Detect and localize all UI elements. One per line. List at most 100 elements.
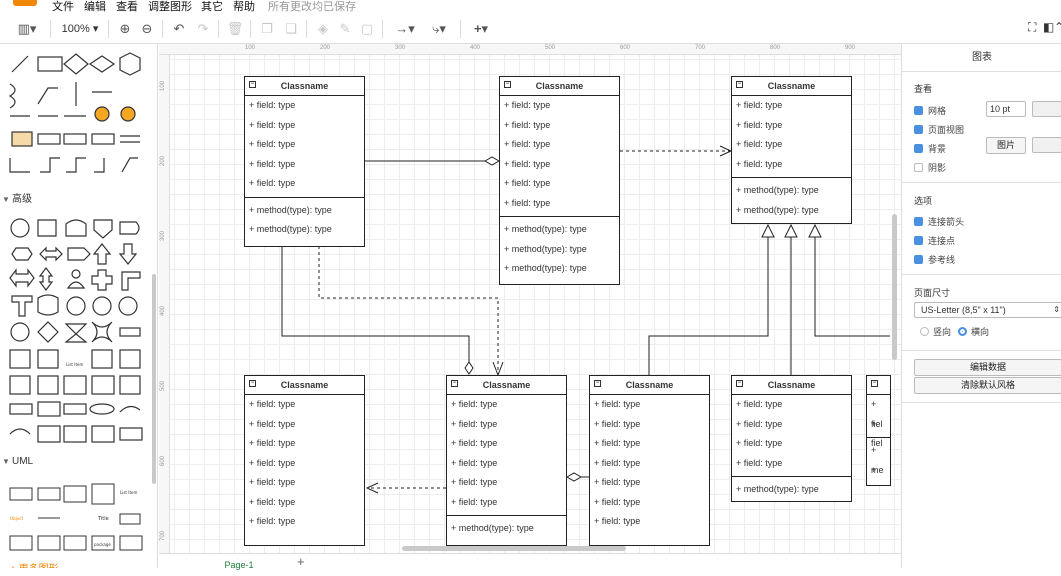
menu-edit[interactable]: 编辑	[84, 1, 106, 13]
edit-data-button[interactable]: 编辑数据	[914, 359, 1061, 376]
uml-class-box-partial[interactable]: − + fiel + fiel + me + me	[866, 375, 891, 486]
uml-label-text: Object	[10, 516, 23, 521]
section-advanced[interactable]: ▼高级	[0, 190, 157, 208]
collapse-icon[interactable]: ⌃	[1054, 20, 1061, 34]
menu-arrange[interactable]: 调整图形	[148, 1, 192, 13]
panel-divider	[902, 350, 1061, 351]
line-color-icon[interactable]: ✎	[339, 21, 351, 36]
zoom-out-icon[interactable]: ⊖	[141, 21, 153, 36]
uml-class-box[interactable]: −Classname + field: type + field: type +…	[731, 76, 852, 224]
canvas-horizontal-scrollbar[interactable]	[402, 546, 626, 551]
format-panel-icon[interactable]: ◧	[1043, 20, 1055, 34]
uml-class-box[interactable]: −Classname + field: type + field: type +…	[244, 375, 365, 546]
uml-class-box[interactable]: −Classname + field: type + field: type +…	[244, 76, 365, 247]
redo-icon[interactable]: ↷	[197, 21, 209, 36]
sidebar-toggle-icon[interactable]: ▥▾	[17, 21, 37, 36]
uml-class-box[interactable]: −Classname + field: type + field: type +…	[446, 375, 567, 546]
uml-class-box[interactable]: −Classname + field: type + field: type +…	[589, 375, 710, 546]
class-divider	[732, 177, 851, 181]
advanced-shapes-grid[interactable]: List Item	[0, 212, 150, 452]
collapse-icon[interactable]: −	[736, 380, 743, 387]
menu-view[interactable]: 查看	[116, 1, 138, 13]
grid-size-input[interactable]: 10 pt	[986, 101, 1026, 117]
connection-points-checkbox[interactable]: 连接点	[914, 234, 955, 247]
menu-file[interactable]: 文件	[52, 1, 74, 13]
uml-label-text: package	[94, 542, 111, 547]
insert-icon[interactable]: +▾	[473, 21, 489, 36]
zoom-in-icon[interactable]: ⊕	[119, 21, 131, 36]
class-method: + method(type): type	[736, 484, 819, 494]
uml-class-shape	[63, 485, 87, 503]
collapse-icon[interactable]: −	[594, 380, 601, 387]
waypoints-icon[interactable]: ⤷▾	[432, 21, 446, 36]
fill-color-icon[interactable]: ◈	[318, 21, 328, 36]
connection-style-icon[interactable]: →▾	[395, 21, 415, 36]
landscape-radio[interactable]: 横向	[958, 325, 989, 338]
class-divider	[245, 196, 364, 201]
fullscreen-icon[interactable]: ⛶	[1028, 20, 1037, 34]
collapse-icon[interactable]: −	[736, 81, 743, 88]
portrait-radio[interactable]: 竖向	[920, 325, 951, 338]
uml-package-shape	[119, 535, 143, 551]
page-size-heading: 页面尺寸	[914, 288, 951, 298]
curve-shape	[8, 83, 16, 109]
line-shape	[11, 55, 29, 73]
background-image-button[interactable]: 图片	[986, 137, 1026, 154]
grid-color-swatch[interactable]	[1032, 101, 1061, 117]
collapse-icon[interactable]: −	[504, 81, 511, 88]
class-method: + me	[871, 445, 884, 475]
class-field: + field: type	[594, 438, 641, 448]
to-front-icon[interactable]: ❐	[261, 21, 273, 36]
actor-shape	[71, 269, 81, 279]
menu-help[interactable]: 帮助	[233, 1, 255, 13]
section-uml[interactable]: ▼UML	[0, 456, 157, 474]
collapse-icon[interactable]: −	[451, 380, 458, 387]
clear-default-style-button[interactable]: 清除默认风格	[914, 377, 1061, 394]
page-view-checkbox[interactable]: 页面视图	[914, 123, 964, 136]
background-color-swatch[interactable]	[1032, 137, 1061, 153]
add-page-icon[interactable]: +	[297, 554, 305, 569]
class-method: + method(type): type	[504, 224, 587, 234]
ruler-x-label: 700	[695, 45, 706, 51]
shadow-icon[interactable]: ▢	[360, 21, 374, 36]
document-shape	[9, 349, 31, 369]
uml-class-box[interactable]: −Classname + field: type + field: type +…	[731, 375, 852, 502]
general-shapes-grid[interactable]	[0, 44, 150, 184]
ruler-x-label: 500	[545, 45, 556, 51]
background-checkbox[interactable]: 背景	[914, 142, 946, 155]
class-field: + field: type	[504, 178, 551, 188]
class-title: Classname	[535, 81, 584, 91]
canvas-vertical-scrollbar[interactable]	[892, 214, 897, 360]
zoom-select[interactable]: 100% ▾	[61, 23, 99, 35]
library-scrollbar[interactable]	[152, 274, 156, 484]
delete-icon[interactable]: 🗑	[226, 21, 244, 36]
uml-class-box[interactable]: −Classname + field: type + field: type +…	[499, 76, 620, 285]
more-shapes-link[interactable]: + 更多图形	[10, 560, 59, 568]
menu-extras[interactable]: 其它	[201, 1, 223, 13]
class-method: + method(type): type	[736, 185, 819, 195]
shadow-checkbox[interactable]: 阴影	[914, 161, 946, 174]
uml-shapes-grid[interactable]: List Item Object Title package	[0, 480, 150, 560]
collapse-icon[interactable]: −	[871, 380, 878, 387]
guides-checkbox[interactable]: 参考线	[914, 253, 955, 266]
ruler-y-label: 100	[160, 80, 166, 91]
tree-shape	[91, 375, 115, 395]
grid-checkbox[interactable]: 网格	[914, 104, 946, 117]
ruler-x-label: 600	[620, 45, 631, 51]
process-shape	[11, 131, 33, 147]
undo-icon[interactable]: ↶	[173, 21, 185, 36]
connection-arrows-checkbox[interactable]: 连接箭头	[914, 215, 964, 228]
toolbar-separator	[460, 20, 461, 38]
page-size-select[interactable]: US-Letter (8,5" x 11")⇕	[914, 302, 1061, 318]
collapse-icon[interactable]: −	[249, 380, 256, 387]
collapse-icon[interactable]: −	[249, 81, 256, 88]
class-header: −Classname	[732, 77, 851, 96]
label-shape	[63, 133, 87, 145]
to-back-icon[interactable]: ❏	[285, 21, 297, 36]
zoom-value: 100%	[61, 23, 90, 35]
ruler-y-label: 300	[160, 230, 166, 241]
landscape-label: 横向	[971, 327, 990, 337]
class-method: + method(type): type	[249, 204, 332, 215]
tab-page-1[interactable]: Page-1	[189, 554, 289, 570]
checkbox-checked-icon	[914, 144, 923, 153]
